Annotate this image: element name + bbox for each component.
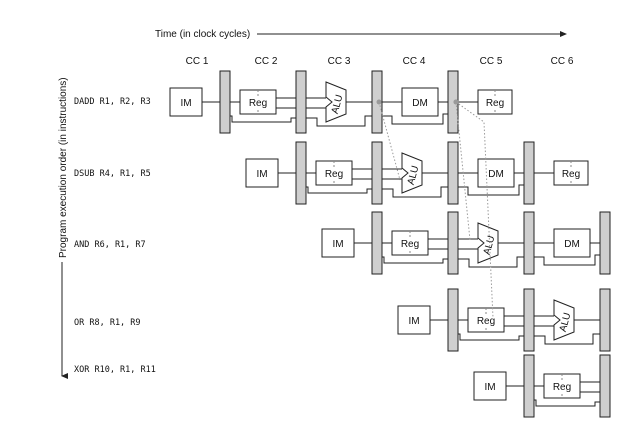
pipeline-register: [447, 211, 459, 275]
reg-label: Reg: [325, 169, 343, 180]
cc-header-3: CC 3: [328, 56, 351, 67]
dm-block: [477, 158, 515, 188]
alu-label: ALU: [330, 94, 346, 116]
reg_wb-label: Reg: [562, 169, 580, 180]
program-order-label: Program execution order (in instructions…: [58, 77, 69, 258]
forwarding-path: [378, 101, 401, 181]
pipeline-register: [599, 211, 611, 275]
reg-label: Reg: [401, 239, 419, 250]
im-label: IM: [332, 239, 343, 250]
dm-label: DM: [564, 239, 580, 250]
pipeline-register: [219, 70, 231, 134]
dm-block: [553, 228, 591, 258]
pipeline-register: [523, 141, 535, 205]
pipeline-register: [523, 354, 535, 418]
dm-label: DM: [488, 169, 504, 180]
reg-label: Reg: [249, 98, 267, 109]
instruction-pipeline: IM Reg ALU: [397, 288, 611, 352]
pipeline-register: [447, 141, 459, 205]
instruction-label: DADD R1, R2, R3: [74, 97, 151, 107]
instruction-label: AND R6, R1, R7: [74, 240, 146, 250]
pipeline-register: [447, 288, 459, 352]
forwarding-source-dot: [376, 99, 382, 105]
alu-block: [477, 222, 499, 264]
pipeline-register: [523, 288, 535, 352]
instruction-label: XOR R10, R1, R11: [74, 365, 156, 375]
cc-header-1: CC 1: [186, 56, 209, 67]
alu-block: [553, 299, 575, 341]
im-block: [321, 228, 355, 258]
cc-header-5: CC 5: [480, 56, 503, 67]
forwarding-source-dot: [453, 99, 459, 105]
pipeline-register: [599, 288, 611, 352]
instruction-label: DSUB R4, R1, R5: [74, 169, 151, 179]
instruction-labels: DADD R1, R2, R3 DSUB R4, R1, R5 AND R6, R1…: [74, 97, 156, 375]
reg-label: Reg: [553, 382, 571, 393]
cc-header-4: CC 4: [403, 56, 426, 67]
pipeline-register: [295, 141, 307, 205]
pipeline-register: [371, 141, 383, 205]
time-axis-label: Time (in clock cycles): [155, 29, 250, 40]
im-label: IM: [408, 316, 419, 327]
pipeline-register: [599, 354, 611, 418]
pipeline-register: [295, 70, 307, 134]
forwarding-path: [455, 101, 471, 241]
cc-header-2: CC 2: [255, 56, 278, 67]
im-label: IM: [180, 98, 191, 109]
alu-block: [325, 81, 347, 123]
dm-label: DM: [412, 98, 428, 109]
reg_wb-label: Reg: [486, 98, 504, 109]
alu-label: ALU: [558, 312, 574, 334]
pipeline-register: [523, 211, 535, 275]
instruction-pipeline: IM Reg ALU DM Reg: [245, 141, 589, 205]
dm-block: [401, 87, 439, 117]
instruction-pipeline: IM Reg: [473, 354, 611, 418]
cc-header-6: CC 6: [551, 56, 574, 67]
forwarding-path: [455, 101, 494, 319]
alu-block: [401, 152, 423, 194]
clock-cycle-headers: CC 1 CC 2 CC 3 CC 4 CC 5 CC 6: [186, 56, 574, 67]
alu-label: ALU: [406, 165, 422, 187]
pipeline-register: [371, 211, 383, 275]
reg-label: Reg: [477, 316, 495, 327]
forwarding-paths: [376, 99, 494, 319]
im-label: IM: [484, 382, 495, 393]
im-label: IM: [256, 169, 267, 180]
instruction-pipeline: IM Reg ALU DM Reg: [169, 70, 513, 134]
instruction-label: OR R8, R1, R9: [74, 318, 141, 328]
